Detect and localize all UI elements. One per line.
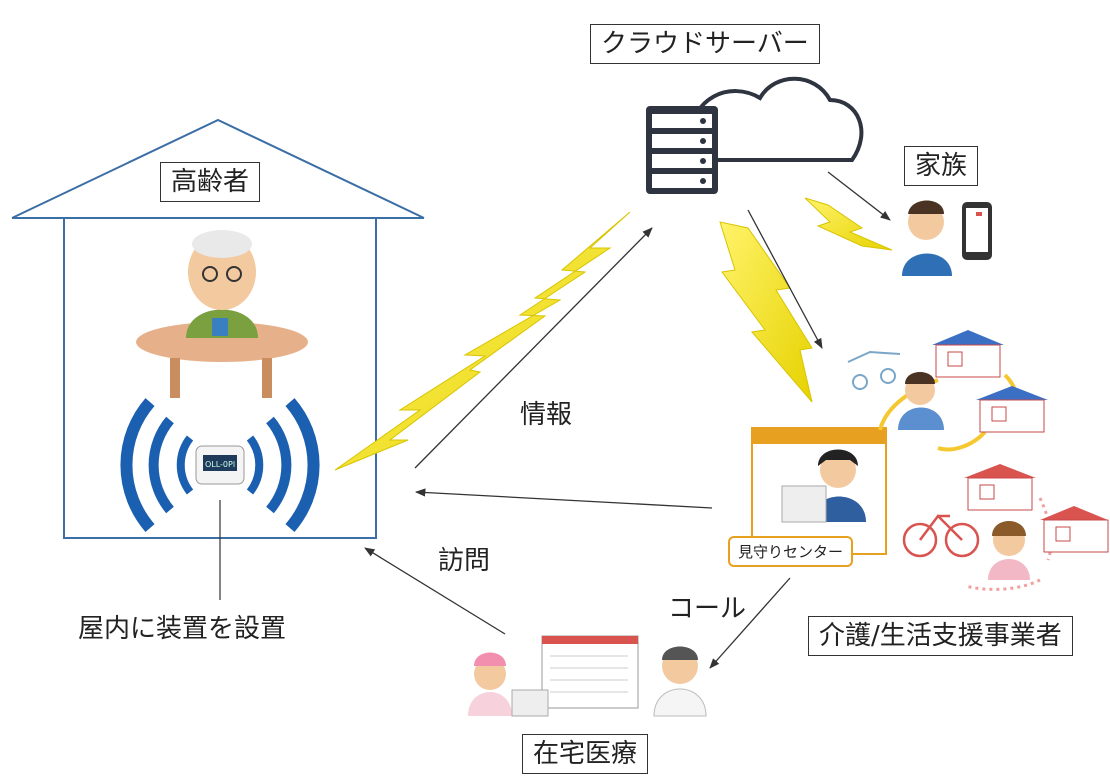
care-providers-area [847,330,1109,591]
sensor-device-icon: OLL-0Pl [120,398,320,532]
device-screen-text: OLL-0Pl [205,460,235,469]
lightning-icon [334,197,893,471]
care-worker-icon [898,372,944,430]
house-blue-1 [932,330,1004,378]
doctor-icon [653,646,707,717]
house-red-1 [964,464,1036,511]
install-label: 屋内に装置を設置 [78,614,287,644]
cloud-server-label: クラウドサーバー [590,24,820,64]
cloud-icon [688,76,864,162]
monitoring-center [751,427,887,555]
wheelchair-icon [847,350,901,390]
care-worker-female-icon [988,521,1030,580]
elderly-label: 高齢者 [160,162,261,202]
monitor-icon [781,485,827,523]
bicycle-icon [902,514,980,558]
house-blue-2 [976,386,1048,433]
smartphone-icon [962,202,992,260]
nurse-icon [468,652,512,716]
home-medical-label: 在宅医療 [522,734,649,774]
call-label: コール [668,594,747,624]
family-label: 家族 [904,146,979,186]
server-icon [646,106,718,194]
elderly-person-icon [136,230,308,398]
care-provider-label: 介護/生活支援事業者 [808,616,1073,656]
visit-label: 訪問 [438,546,491,576]
monitoring-center-label: 見守りセンター [728,536,854,567]
flow-arrows [364,171,891,669]
info-label: 情報 [520,400,573,430]
monitor-icon-medical [541,635,639,709]
house-red-2 [1040,506,1109,553]
family-person-icon [902,200,952,276]
home-medical-area [468,635,707,717]
